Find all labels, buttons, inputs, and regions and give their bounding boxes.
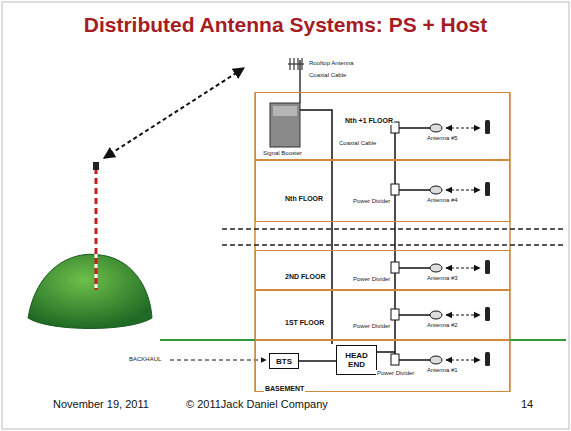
part-label: Antenna #1	[426, 367, 459, 374]
part-label: Antenna #5	[426, 135, 459, 142]
coax-line	[399, 359, 430, 361]
slide-title: Distributed Antenna Systems: PS + Host	[0, 13, 571, 37]
equipment-box: HEAD END	[336, 345, 377, 375]
floor-band: BASEMENT HEAD END BTS	[255, 340, 510, 392]
radio-link	[446, 189, 480, 190]
part-label: Power Divider	[352, 276, 391, 283]
equipment-box: BTS	[269, 353, 299, 369]
power-divider	[391, 354, 399, 365]
part-label: Coaxial Cable	[308, 72, 347, 79]
part-label: Rooftop Antenna	[308, 60, 355, 67]
floor-band: Nth FLOOR	[255, 160, 510, 222]
footer-text: 14	[520, 398, 534, 411]
radio-link	[446, 314, 480, 315]
part-label: Antenna #4	[426, 197, 459, 204]
phone-symbol	[485, 307, 490, 321]
part-label: Power Divider	[352, 198, 391, 205]
footer-text: November 19, 2011	[52, 398, 150, 411]
part-label: Signal Booster	[262, 150, 303, 157]
power-divider	[391, 309, 399, 320]
phone-symbol	[485, 182, 490, 196]
antenna-symbol	[430, 311, 442, 319]
phone-symbol	[485, 352, 490, 366]
power-divider	[391, 262, 399, 273]
radio-link	[446, 267, 480, 268]
footer-text: © 2011Jack Daniel Company	[185, 398, 329, 411]
part-label: Power Divider	[352, 323, 391, 330]
coax-line	[399, 127, 430, 129]
antenna-symbol	[430, 186, 442, 194]
antenna-symbol	[430, 356, 442, 364]
floor-band: 2ND FLOOR	[255, 250, 510, 290]
radio-link	[446, 127, 480, 128]
floor-label: BASEMENT	[264, 385, 305, 393]
backhaul-label: BACKHAUL	[128, 356, 162, 363]
part-label: Coaxial Cable	[338, 140, 377, 147]
coax-line	[399, 189, 430, 191]
coax-line	[399, 267, 430, 269]
phone-symbol	[485, 120, 490, 134]
box-label: BTS	[276, 357, 292, 366]
floor-band: 1ST FLOOR	[255, 290, 510, 340]
antenna-symbol	[430, 264, 442, 272]
antenna-symbol	[430, 124, 442, 132]
floor-label: 2ND FLOOR	[284, 273, 326, 281]
part-label: Antenna #2	[426, 322, 459, 329]
coax-line	[399, 314, 430, 316]
part-label: Antenna #3	[426, 275, 459, 282]
floor-label: 1ST FLOOR	[284, 319, 325, 327]
phone-symbol	[485, 260, 490, 274]
radio-link	[446, 359, 480, 360]
floor-label: Nth +1 FLOOR	[344, 117, 394, 125]
power-divider	[391, 184, 399, 195]
box-label: HEAD END	[337, 351, 376, 369]
floor-label: Nth FLOOR	[284, 195, 324, 203]
connector	[299, 360, 336, 362]
part-label: Power Divider	[376, 370, 415, 377]
